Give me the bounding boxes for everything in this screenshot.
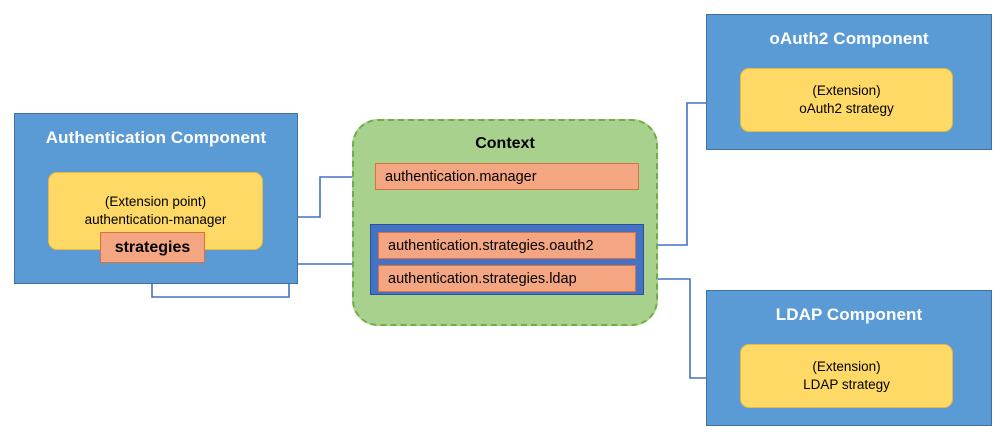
context-key-strategies-ldap-label: authentication.strategies.ldap <box>388 270 577 287</box>
oauth2-extension-name-label: oAuth2 strategy <box>799 101 894 116</box>
strategies-key-label: strategies <box>114 238 191 256</box>
context-title: Context <box>475 135 535 152</box>
ldap-extension-name-label: LDAP strategy <box>803 377 890 392</box>
ldap-extension-kind-label: (Extension) <box>812 358 881 374</box>
context-key-authentication-manager-label: authentication.manager <box>385 168 537 185</box>
extension-point-kind-label: (Extension point) <box>104 193 207 209</box>
context-key-strategies-oauth2[interactable]: authentication.strategies.oauth2 <box>378 232 636 259</box>
connector-strategies-to-group <box>151 259 371 298</box>
oauth2-component-title: oAuth2 Component <box>769 29 929 48</box>
ldap-component-title: LDAP Component <box>775 305 923 324</box>
authentication-component-title: Authentication Component <box>45 128 267 147</box>
ldap-strategy-extension[interactable]: (Extension) LDAP strategy <box>740 344 953 408</box>
oauth2-strategy-extension[interactable]: (Extension) oAuth2 strategy <box>740 68 953 132</box>
context-key-authentication-manager[interactable]: authentication.manager <box>375 163 639 190</box>
context-key-strategies-ldap[interactable]: authentication.strategies.ldap <box>378 265 636 292</box>
extension-point-name-label: authentication-manager <box>84 212 227 227</box>
context-key-strategies-oauth2-label: authentication.strategies.oauth2 <box>388 237 594 254</box>
strategies-key-box[interactable]: strategies <box>100 232 205 263</box>
oauth2-extension-kind-label: (Extension) <box>812 82 881 98</box>
